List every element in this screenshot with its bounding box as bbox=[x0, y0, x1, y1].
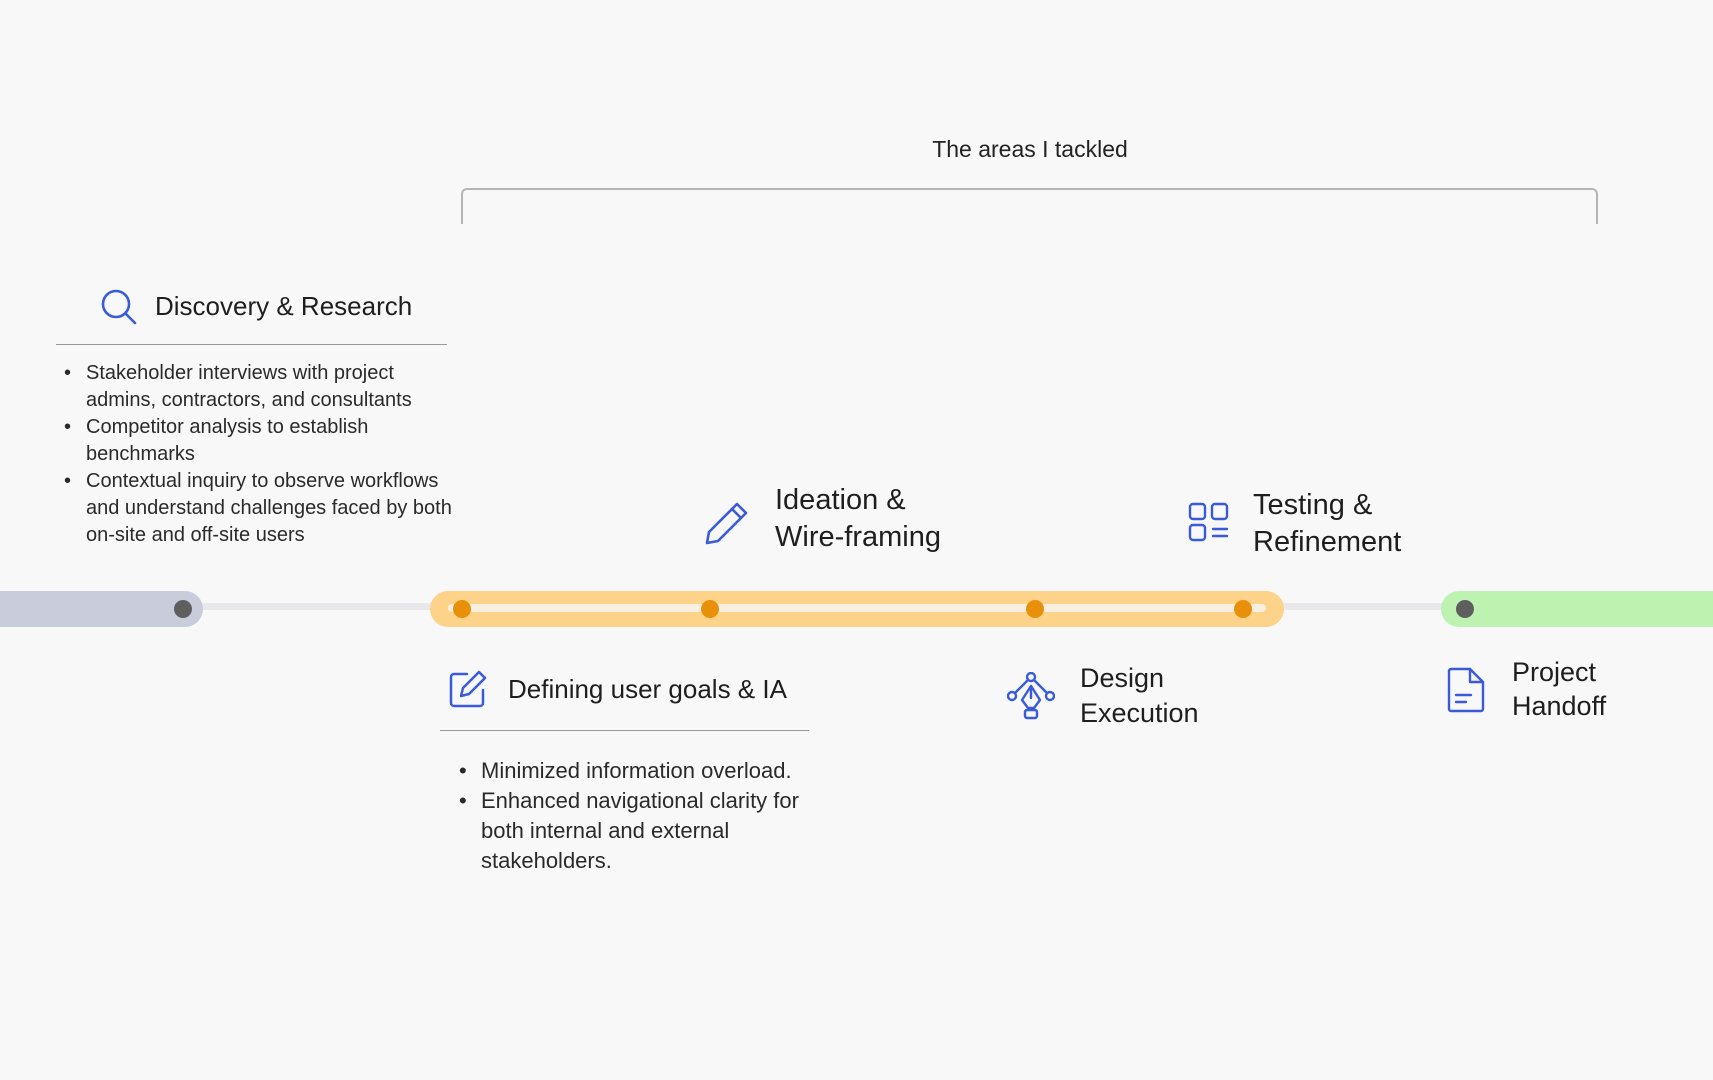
bullet-list-goals: Minimized information overload. Enhanced… bbox=[451, 756, 821, 876]
document-icon bbox=[1444, 666, 1488, 714]
stage-title-goals: Defining user goals & IA bbox=[508, 674, 787, 704]
timeline-segment-past bbox=[0, 591, 203, 627]
stage-title-discovery: Discovery & Research bbox=[155, 291, 413, 321]
timeline-dot-handoff bbox=[1456, 600, 1474, 618]
stage-title-design-line1: Design bbox=[1080, 663, 1165, 693]
grid-list-icon bbox=[1187, 500, 1231, 544]
timeline-dot-goals bbox=[453, 600, 471, 618]
list-item: Stakeholder interviews with project admi… bbox=[56, 360, 456, 414]
timeline-segment-future bbox=[1441, 591, 1713, 627]
pen-tool-icon bbox=[1006, 671, 1056, 723]
stage-title-handoff: Project Handoff bbox=[1512, 655, 1606, 723]
stage-title-ideation: Ideation & Wire-framing bbox=[775, 482, 941, 556]
stage-title-design: Design Execution bbox=[1080, 661, 1199, 731]
pencil-icon bbox=[702, 498, 752, 548]
stage-title-ideation-line2: Wire-framing bbox=[775, 521, 941, 553]
list-item: Enhanced navigational clarity for both i… bbox=[451, 786, 821, 876]
stage-title-ideation-line1: Ideation & bbox=[775, 484, 906, 516]
stage-title-handoff-line2: Handoff bbox=[1512, 691, 1607, 721]
bracket-label: The areas I tackled bbox=[932, 136, 1128, 162]
timeline-dot-ideation bbox=[701, 600, 719, 618]
search-icon bbox=[97, 285, 141, 329]
stage-title-testing: Testing & Refinement bbox=[1253, 487, 1401, 561]
timeline-dot-discovery bbox=[174, 600, 192, 618]
list-item: Minimized information overload. bbox=[451, 756, 821, 786]
tackled-areas-bracket bbox=[461, 188, 1598, 224]
stage-title-handoff-line1: Project bbox=[1512, 657, 1597, 687]
timeline-dot-design bbox=[1026, 600, 1044, 618]
edit-square-icon bbox=[446, 667, 490, 711]
timeline-segment-tackled-inner bbox=[448, 604, 1266, 612]
stage-title-testing-line2: Refinement bbox=[1253, 526, 1402, 558]
stage-title-design-line2: Execution bbox=[1080, 698, 1199, 728]
list-item: Contextual inquiry to observe workflows … bbox=[56, 468, 456, 549]
divider-discovery bbox=[56, 344, 447, 345]
divider-goals bbox=[440, 730, 809, 731]
stage-title-testing-line1: Testing & bbox=[1253, 489, 1373, 521]
timeline-dot-testing bbox=[1234, 600, 1252, 618]
bullet-list-discovery: Stakeholder interviews with project admi… bbox=[56, 360, 456, 549]
list-item: Competitor analysis to establish benchma… bbox=[56, 414, 456, 468]
